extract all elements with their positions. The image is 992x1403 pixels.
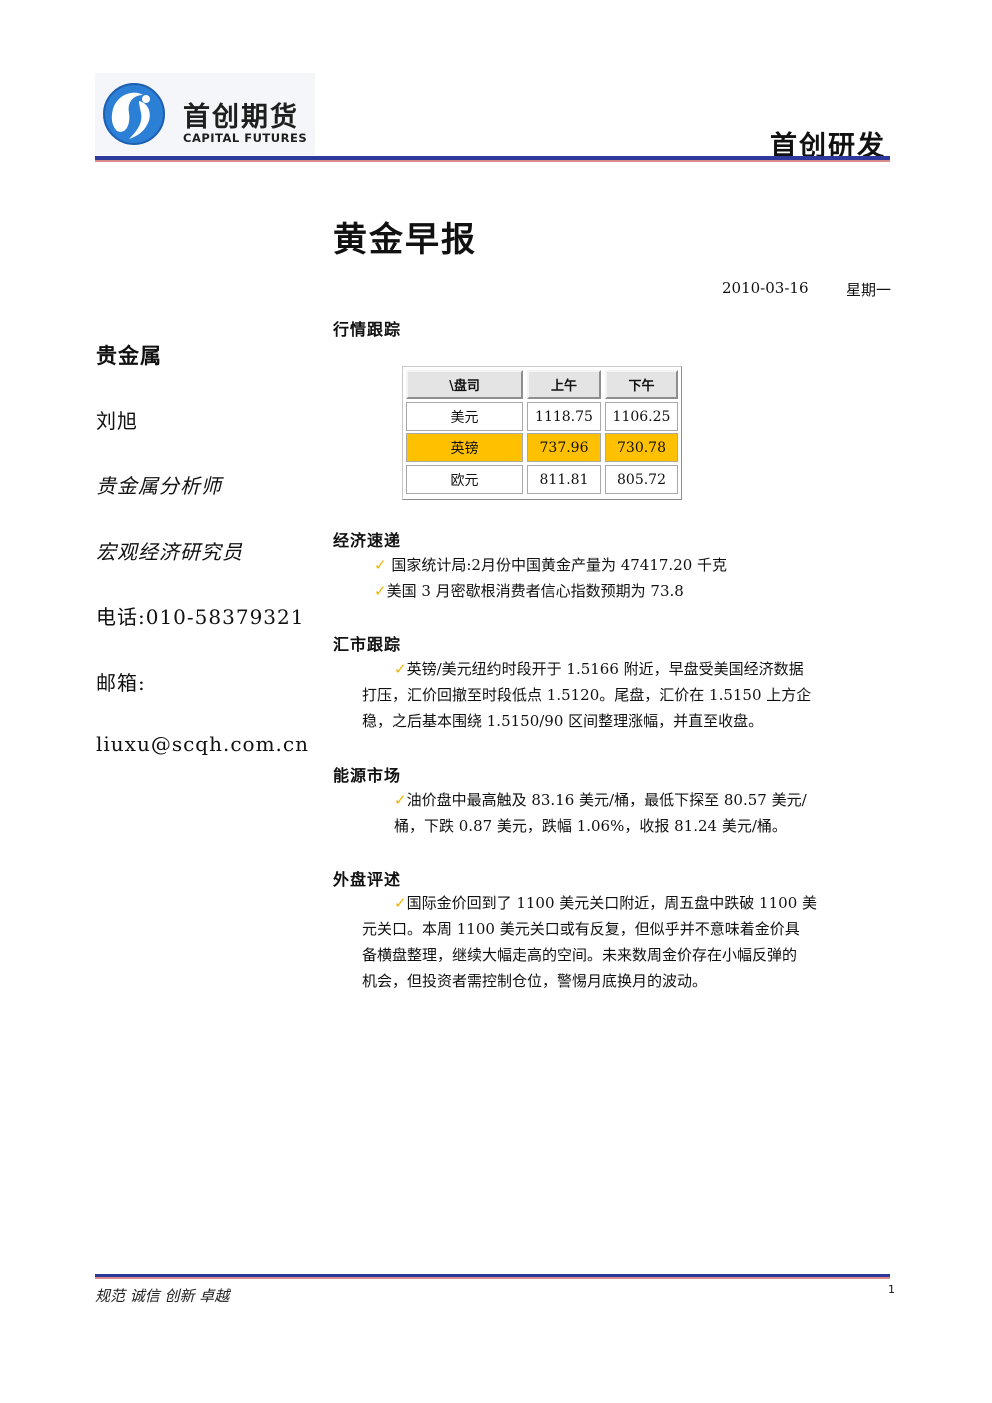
logo-text-en: CAPITAL FUTURES (183, 131, 308, 145)
table-cell-pm: 730.78 (605, 433, 678, 462)
author-phone: 电话:010-58379321 (96, 605, 305, 629)
footer-motto: 规范 诚信 创新 卓越 (95, 1287, 230, 1305)
table-cell-am: 737.96 (527, 433, 601, 462)
header-rule-accent (95, 160, 890, 162)
logo-text-cn: 首创期货 (183, 102, 299, 133)
report-weekday: 星期一 (846, 281, 892, 299)
paragraph-line: 打压，汇价回撤至时段低点 1.5120。尾盘，汇价在 1.5150 上方企 (362, 686, 812, 704)
page-number: 1 (888, 1283, 895, 1296)
paragraph-line: 元关口。本周 1100 美元关口或有反复，但似乎并不意味着金价具 (362, 920, 800, 938)
report-date: 2010-03-16 (722, 279, 809, 297)
paragraph-line: ✓英镑/美元纽约时段开于 1.5166 附近，早盘受美国经济数据 (394, 660, 804, 678)
section-heading-fx: 汇市跟踪 (333, 635, 402, 654)
paragraph-line: 桶，下跌 0.87 美元，跌幅 1.06%，收报 81.24 美元/桶。 (394, 817, 787, 835)
section-heading-market: 行情跟踪 (333, 320, 402, 339)
capital-futures-logo-icon (103, 83, 165, 145)
report-title: 黄金早报 (333, 220, 477, 260)
table-header-cell: 下午 (605, 370, 678, 399)
table-cell-currency: 英镑 (406, 433, 523, 462)
table-header-cell: 上午 (527, 370, 601, 399)
paragraph-line: 机会，但投资者需控制仓位，警惕月底换月的波动。 (362, 972, 708, 990)
check-icon: ✓ (394, 791, 407, 809)
paragraph-line: ✓油价盘中最高触及 83.16 美元/桶，最低下探至 80.57 美元/ (394, 791, 807, 809)
section-heading-overseas: 外盘评述 (333, 870, 402, 889)
list-item: ✓美国 3 月密歇根消费者信心指数预期为 73.8 (374, 582, 684, 600)
footer-rule-accent (95, 1277, 890, 1279)
footer-rule (95, 1274, 890, 1277)
table-cell-am: 1118.75 (527, 402, 601, 431)
section-heading-economy: 经济速递 (333, 531, 402, 550)
sidebar-category: 贵金属 (96, 344, 162, 368)
paragraph-line: 备横盘整理，继续大幅走高的空间。未来数周金价存在小幅反弹的 (362, 946, 798, 964)
company-logo: 首创期货 CAPITAL FUTURES (95, 73, 315, 155)
section-heading-energy: 能源市场 (333, 766, 402, 785)
table-cell-currency: 欧元 (406, 465, 523, 494)
email-label: 邮箱: (96, 671, 146, 695)
list-item: ✓ 国家统计局:2月份中国黄金产量为 47417.20 千克 (374, 556, 728, 574)
paragraph-line: ✓国际金价回到了 1100 美元关口附近，周五盘中跌破 1100 美 (394, 894, 818, 912)
check-icon: ✓ (394, 894, 407, 912)
author-role-researcher: 宏观经济研究员 (96, 540, 243, 564)
paragraph-line: 稳，之后基本围绕 1.5150/90 区间整理涨幅，并直至收盘。 (362, 712, 764, 730)
check-icon: ✓ (374, 582, 387, 600)
header-rule (95, 156, 890, 160)
author-email[interactable]: liuxu@scqh.com.cn (96, 732, 309, 756)
check-icon: ✓ (374, 556, 387, 574)
table-header-cell: \盘司 (406, 370, 523, 399)
table-cell-pm: 805.72 (605, 465, 678, 494)
table-cell-pm: 1106.25 (605, 402, 678, 431)
check-icon: ✓ (394, 660, 407, 678)
table-cell-currency: 美元 (406, 402, 523, 431)
author-name: 刘旭 (96, 409, 138, 433)
price-table: \盘司 上午 下午 美元 1118.75 1106.25 英镑 737.96 7… (402, 366, 682, 500)
author-role-analyst: 贵金属分析师 (96, 474, 222, 498)
table-cell-am: 811.81 (527, 465, 601, 494)
